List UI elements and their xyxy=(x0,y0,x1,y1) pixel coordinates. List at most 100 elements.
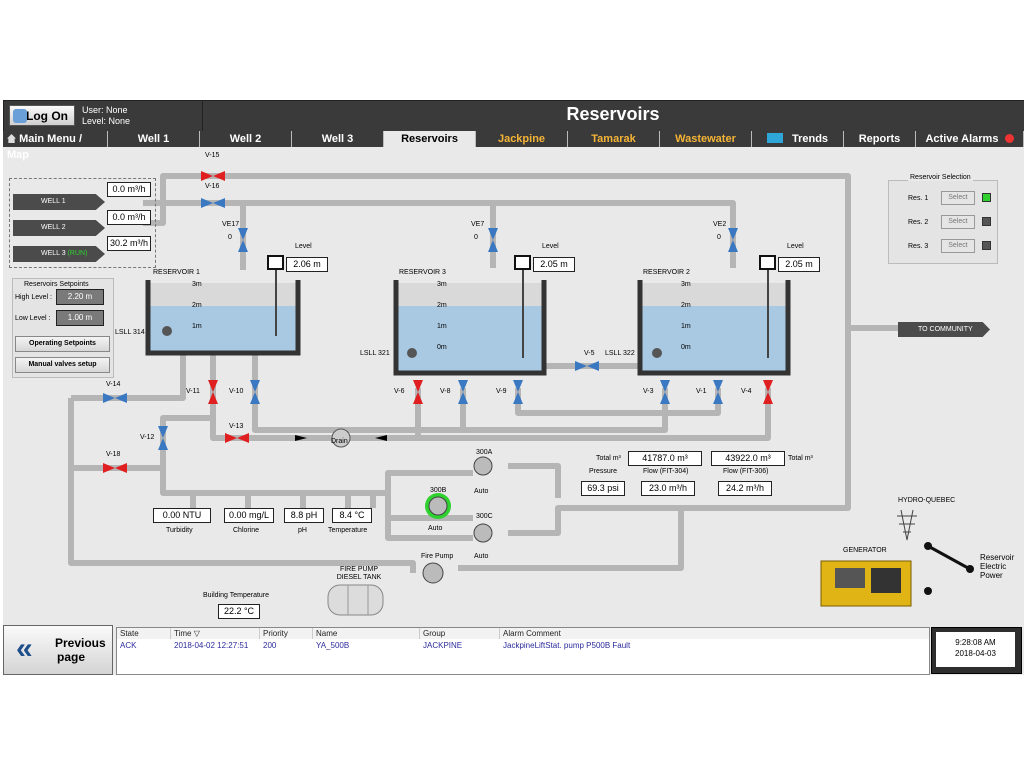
tab-well-1[interactable]: Well 1 xyxy=(108,131,200,147)
ve7-label: VE7 xyxy=(471,221,485,228)
previous-page-button[interactable]: « xyxy=(3,625,113,675)
manual-valves-button[interactable]: Manual valves setup xyxy=(15,357,110,373)
tab-jackpine[interactable]: Jackpine xyxy=(476,131,568,147)
to-community-arrow[interactable]: TO COMMUNITY xyxy=(898,322,990,337)
tab-well-3[interactable]: Well 3 xyxy=(292,131,384,147)
col-time[interactable]: Time ▽ xyxy=(171,628,260,639)
clock: 9:28:08 AM 2018-04-03 xyxy=(936,632,1015,667)
res-2-indicator xyxy=(982,217,991,226)
chlorine-label: Chlorine xyxy=(233,527,260,534)
pump-300c-name: 300C xyxy=(476,513,493,520)
well-3-flow: 30.2 m³/h xyxy=(107,236,151,251)
tab-trends[interactable]: Trends xyxy=(752,131,844,147)
valve-v8-icon xyxy=(458,380,468,392)
v6-label: V-6 xyxy=(394,388,405,395)
home-icon xyxy=(7,134,16,143)
r3-scale-0m: 0m xyxy=(437,344,447,351)
high-level-value[interactable]: 2.20 m xyxy=(56,289,104,305)
valve-v18-icon xyxy=(103,463,115,473)
res-1-select-button[interactable]: Select xyxy=(941,191,975,205)
pipe-pumps xyxy=(385,328,851,571)
v12-label: V-12 xyxy=(140,434,155,441)
previous-line: Previous xyxy=(55,636,106,650)
well-3-arrow[interactable]: WELL 3 (RUN) xyxy=(13,246,105,262)
well-3-status: (RUN) xyxy=(67,250,88,257)
reservoir-3-name: RESERVOIR 3 xyxy=(399,269,446,276)
valve-v1-icon xyxy=(713,380,723,392)
row-alarm-comment: JackpineLiftStat. pump P500B Fault xyxy=(503,641,631,650)
valve-ve17-icon xyxy=(238,228,248,240)
res-3-label: Res. 3 xyxy=(908,243,929,250)
total-label-2: Total m³ xyxy=(788,455,813,462)
building-temp-label: Building Temperature xyxy=(203,592,270,599)
valve-v3-icon xyxy=(660,380,670,392)
lsll-321-label: LSLL 321 xyxy=(360,350,390,357)
valve-v15-icon xyxy=(201,171,213,181)
tab-well-2[interactable]: Well 2 xyxy=(200,131,292,147)
open-valves xyxy=(103,198,738,450)
res-2-select-button[interactable]: Select xyxy=(941,215,975,229)
ve17-label: VE17 xyxy=(222,221,240,228)
col-priority[interactable]: Priority xyxy=(260,628,313,639)
tab-tamarak[interactable]: Tamarak xyxy=(568,131,660,147)
well-2-arrow[interactable]: WELL 2 xyxy=(13,220,105,236)
pump-300c-mode: Auto xyxy=(474,553,489,560)
res3-level-label: Level xyxy=(542,243,559,250)
tab-wastewater[interactable]: Wastewater xyxy=(660,131,752,147)
tab-main-menu[interactable]: Main Menu / Map xyxy=(3,131,108,161)
flow-fit304-value: 23.0 m³/h xyxy=(641,481,695,496)
page-line: page xyxy=(57,650,86,664)
log-on-button[interactable]: Log On xyxy=(9,105,75,126)
res3-level-value: 2.05 m xyxy=(533,257,575,272)
drain-arrow-right xyxy=(295,435,307,441)
low-level-value[interactable]: 1.00 m xyxy=(56,310,104,326)
setpoints-title: Reservoirs Setpoints xyxy=(24,281,89,288)
col-group[interactable]: Group xyxy=(420,628,500,639)
page-title: Reservoirs xyxy=(566,104,660,124)
fire-pump-icon xyxy=(422,562,444,584)
well-2-label: WELL 2 xyxy=(41,224,66,231)
turbidity-label: Turbidity xyxy=(166,527,193,534)
ve2-label: VE2 xyxy=(713,221,727,228)
drain-arrow-left xyxy=(375,435,387,441)
alarm-bell-icon xyxy=(1004,134,1014,143)
pressure-value: 69.3 psi xyxy=(581,481,625,496)
res2-level-label: Level xyxy=(787,243,804,250)
v4-label: V-4 xyxy=(741,388,752,395)
reservoir-1-tank xyxy=(145,280,301,356)
col-name[interactable]: Name xyxy=(313,628,420,639)
well-2-flow: 0.0 m³/h xyxy=(107,210,151,225)
user-line: User: None xyxy=(82,105,128,115)
valve-v9-icon xyxy=(513,380,523,392)
operating-setpoints-button[interactable]: Operating Setpoints xyxy=(15,336,110,352)
r2-scale-0m: 0m xyxy=(681,344,691,351)
tab-active-alarms[interactable]: Active Alarms xyxy=(916,131,1024,147)
building-temp-value: 22.2 °C xyxy=(218,604,260,619)
drain-icon xyxy=(331,428,351,448)
well-1-arrow[interactable]: WELL 1 xyxy=(13,194,105,210)
r3-scale-2m: 2m xyxy=(437,302,447,309)
pumps-graphics xyxy=(422,456,493,584)
diesel-tank-label: FIRE PUMP DIESEL TANK xyxy=(336,566,382,581)
lsll-322-label: LSLL 322 xyxy=(605,350,635,357)
generator-icon xyxy=(820,560,912,607)
alarm-table[interactable]: State Time ▽ Priority Name Group Alarm C… xyxy=(116,627,930,675)
reservoir-2-tank xyxy=(637,280,791,376)
flow-fit304-label: Flow (FIT-304) xyxy=(643,468,689,475)
tab-reservoirs[interactable]: Reservoirs xyxy=(384,131,476,147)
row-priority: 200 xyxy=(263,641,277,650)
pipe-res1-out xyxy=(210,350,771,441)
reservoir-1-name: RESERVOIR 1 xyxy=(153,269,200,276)
valve-v6-icon xyxy=(413,380,423,392)
tab-reports[interactable]: Reports xyxy=(844,131,916,147)
pump-300a-icon xyxy=(473,456,493,476)
col-state[interactable]: State xyxy=(117,628,171,639)
diesel-tank-icon xyxy=(327,584,384,616)
total-label-1: Total m³ xyxy=(596,455,621,462)
pump-300b-icon xyxy=(428,496,448,516)
res-3-select-button[interactable]: Select xyxy=(941,239,975,253)
transfer-switch-icon xyxy=(924,542,974,595)
res-3-indicator xyxy=(982,241,991,250)
col-alarm-comment[interactable]: Alarm Comment xyxy=(500,628,929,639)
v18-label: V-18 xyxy=(106,451,121,458)
